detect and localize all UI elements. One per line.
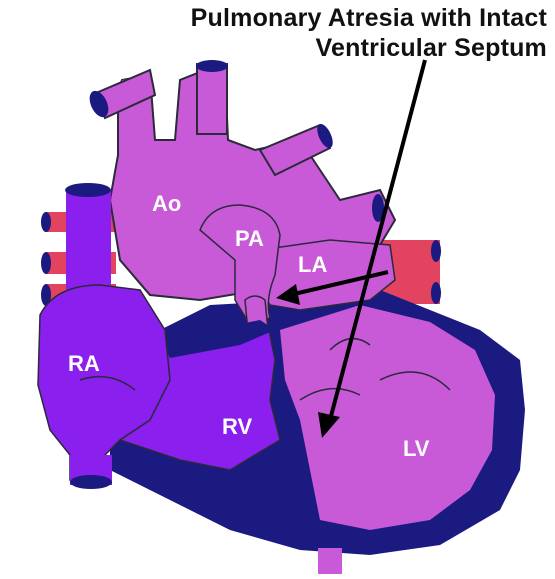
label-lv: LV (403, 438, 429, 460)
label-ao: Ao (152, 193, 181, 215)
diagram-title-line-2: Ventricular Septum (77, 36, 547, 61)
label-la: LA (298, 254, 327, 276)
label-ra: RA (68, 353, 100, 375)
label-rv: RV (222, 416, 252, 438)
diagram-title-line-1: Pulmonary Atresia with Intact (77, 6, 547, 31)
label-pa: PA (235, 228, 264, 250)
